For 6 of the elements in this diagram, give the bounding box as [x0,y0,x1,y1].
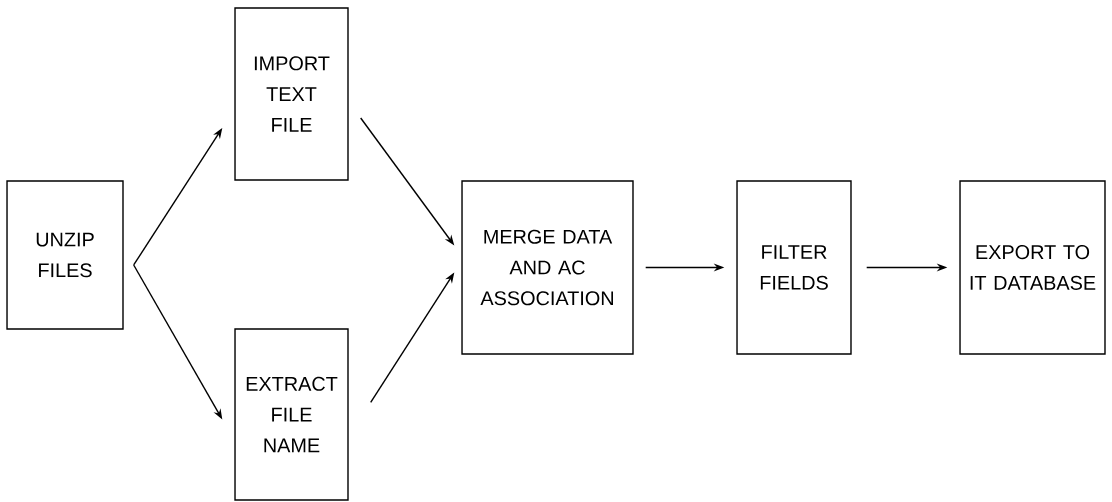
process-box: FILTER FIELDS [736,180,852,355]
process-box: IMPORT TEXT FILE [234,7,349,181]
process-box: EXTRACT FILE NAME [234,328,349,501]
process-box: EXPORT TO IT DATABASE [959,180,1106,355]
process-box: UNZIP FILES [6,180,124,330]
process-box: MERGE DATA AND AC ASSOCIATION [461,180,634,355]
